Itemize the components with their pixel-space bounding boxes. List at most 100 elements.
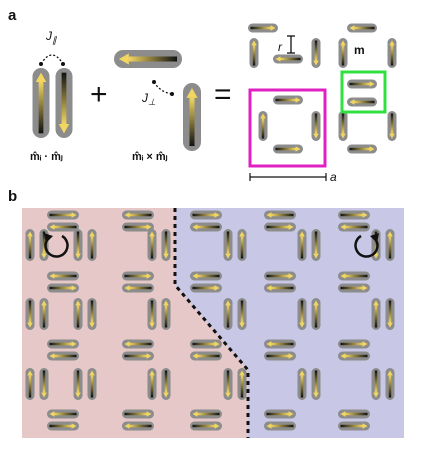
nanomagnet: [273, 95, 303, 105]
magnetization-arrow: [251, 40, 257, 66]
magnetization-arrow: [124, 411, 152, 417]
nanomagnet: [122, 409, 154, 419]
magnetization-arrow: [192, 353, 220, 359]
nanomagnet: [87, 229, 97, 261]
nanomagnet: [264, 283, 296, 293]
nanomagnet: [264, 222, 296, 232]
magnetization-arrow: [349, 25, 375, 31]
nanomagnet: [297, 298, 307, 330]
magnetization-arrow: [389, 113, 395, 139]
magnetization-arrow: [313, 370, 319, 398]
green-vertex-box: [340, 70, 387, 114]
magnetization-arrow: [340, 423, 368, 429]
nanomagnet: [273, 54, 303, 64]
nanomagnet: [338, 111, 348, 141]
nanomagnet: [190, 271, 222, 281]
nanomagnet: [387, 38, 397, 68]
panel-b-lattice: [25, 210, 395, 431]
magnetization-arrow: [49, 423, 77, 429]
nanomagnet: [122, 351, 154, 361]
nanomagnet: [122, 283, 154, 293]
nanomagnet: [47, 283, 79, 293]
magnetization-arrow: [41, 300, 47, 328]
magnetization-arrow: [340, 40, 346, 66]
nanomagnet: [87, 368, 97, 400]
magnetization-arrow: [266, 353, 294, 359]
magnetization-arrow: [387, 370, 393, 398]
magnetization-arrow: [266, 285, 294, 291]
magnetization-arrow: [340, 353, 368, 359]
nanomagnet: [311, 368, 321, 400]
magnetization-arrow: [41, 370, 47, 398]
magnetization-arrow: [275, 56, 301, 62]
nanomagnet: [190, 222, 222, 232]
nanomagnet: [47, 351, 79, 361]
nanomagnet: [190, 409, 222, 419]
nanomagnet: [25, 368, 35, 400]
magnetization-arrow: [387, 300, 393, 328]
magnetization-arrow: [349, 146, 375, 152]
magnetization-arrow: [225, 231, 231, 259]
magnetization-arrow: [49, 353, 77, 359]
magnetization-arrow: [266, 212, 294, 218]
magenta-unit-cell-box: [248, 88, 327, 168]
magnetization-arrow: [225, 300, 231, 328]
magnetization-arrow: [313, 40, 319, 66]
nanomagnet: [190, 210, 222, 220]
magnetization-arrow: [250, 25, 276, 31]
magnetization-arrow: [266, 224, 294, 230]
magnetization-arrow: [75, 231, 81, 259]
nanomagnet: [264, 339, 296, 349]
magnetization-arrow: [340, 224, 368, 230]
nanomagnet: [147, 298, 157, 330]
j-perp-dot: [170, 92, 174, 96]
nanomagnet: [264, 271, 296, 281]
magnetization-arrow: [163, 370, 169, 398]
nanomagnet: [338, 222, 370, 232]
nanomagnet: [190, 351, 222, 361]
magnetization-arrow: [58, 72, 70, 134]
magnetization-arrow: [373, 300, 379, 328]
nanomagnet: [47, 409, 79, 419]
magnetization-arrow: [239, 370, 245, 398]
j-parallel-dot: [39, 62, 43, 66]
magnetization-arrow: [124, 285, 152, 291]
magnetization-arrow: [89, 370, 95, 398]
magnetization-arrow: [41, 231, 47, 259]
nanomagnet: [32, 68, 50, 138]
panel-b: [22, 208, 404, 438]
magnetization-arrow: [124, 273, 152, 279]
m-label: m: [354, 43, 365, 57]
nanomagnet: [55, 68, 73, 138]
nanomagnet: [73, 368, 83, 400]
nanomagnet: [311, 229, 321, 261]
magnetization-arrow: [163, 300, 169, 328]
nanomagnet: [338, 271, 370, 281]
magnetization-arrow: [239, 231, 245, 259]
nanomagnet: [47, 271, 79, 281]
magnetization-arrow: [49, 273, 77, 279]
magnetization-arrow: [124, 423, 152, 429]
magnetization-arrow: [49, 212, 77, 218]
nanomagnet: [338, 409, 370, 419]
nanomagnet: [190, 283, 222, 293]
nanomagnet: [264, 409, 296, 419]
a-label: a: [330, 170, 337, 184]
nanomagnet: [311, 298, 321, 330]
magnetization-arrow: [349, 99, 375, 105]
nanomagnet: [39, 229, 49, 261]
nanomagnet: [190, 339, 222, 349]
nanomagnet: [122, 222, 154, 232]
magnetization-arrow: [192, 341, 220, 347]
magnetization-arrow: [387, 231, 393, 259]
magnetization-arrow: [266, 423, 294, 429]
nanomagnet: [25, 298, 35, 330]
magnetization-arrow: [49, 285, 77, 291]
nanomagnet: [258, 111, 268, 141]
plus-sign: +: [90, 78, 108, 111]
magnetization-arrow: [340, 113, 346, 139]
magnetization-arrow: [27, 300, 33, 328]
nanomagnet: [190, 421, 222, 431]
magnetization-arrow: [186, 87, 198, 147]
magnetization-arrow: [239, 300, 245, 328]
